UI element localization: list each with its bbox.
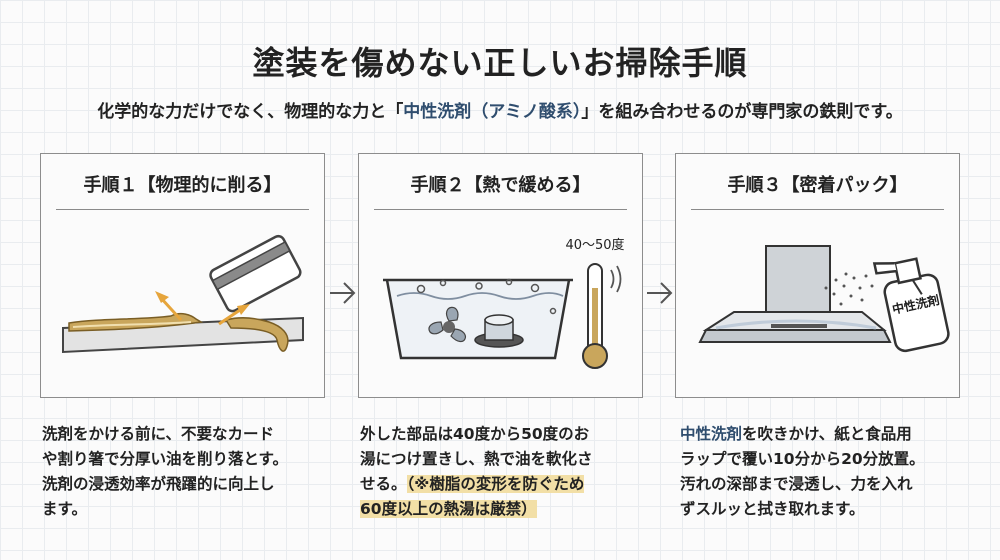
- page-title: 塗装を傷めない正しいお掃除手順: [252, 44, 748, 82]
- step-1-description: 洗剤をかける前に、不要なカード や割り箸で分厚い油を削り落とす。 洗剤の浸透効率…: [42, 422, 327, 522]
- step-3-description: 中性洗剤を吹きかけ、紙と食品用 ラップで覆い10分から20分放置。 汚れの深部ま…: [680, 422, 965, 522]
- step-1-desc-line: や割り箸で分厚い油を削り落とす。: [42, 450, 288, 468]
- step-2-description: 外した部品は40度から50度のお 湯につけ置きし、熱で油を軟化さ せる。（※樹脂…: [360, 422, 645, 522]
- step-3-desc-line: 汚れの深部まで浸透し、力を入れ: [680, 475, 913, 493]
- arrow-right-icon: [330, 282, 356, 304]
- range-hood-spray-icon: 中性洗剤: [698, 245, 950, 353]
- step-1-desc-line: ます。: [42, 500, 87, 518]
- arrow-right-icon: [647, 282, 673, 304]
- step-2-desc-line: せる。（※樹脂の変形を防ぐため: [360, 472, 645, 497]
- step-1-panel: 手順１【物理的に削る】: [40, 153, 325, 398]
- step-1-desc-line: 洗剤の浸透効率が飛躍的に向上し: [42, 475, 275, 493]
- neutral-detergent-accent: 中性洗剤: [680, 425, 743, 443]
- step-1-divider: [56, 209, 309, 210]
- page-subtitle: 化学的な力だけでなく、物理的な力と「中性洗剤（アミノ酸系）」を組み合わせるのが専…: [0, 97, 1000, 122]
- subtitle-after: 」を組み合わせるのが専門家の鉄則です。: [581, 102, 903, 122]
- step-3-desc-line: ずスルッと拭き取れます。: [680, 500, 865, 518]
- step-2-desc-plain: せる。: [360, 475, 407, 493]
- step-1-title: 手順１【物理的に削る】: [83, 175, 282, 196]
- card-scraping-grease-icon: [62, 234, 304, 354]
- step-2-desc-line: 湯につけ置きし、熱で油を軟化さ: [360, 450, 593, 468]
- step-3-divider: [691, 209, 944, 210]
- subtitle-accent: 中性洗剤（アミノ酸系）: [403, 102, 582, 122]
- step-2-panel: 手順２【熱で緩める】 40～50度: [358, 153, 643, 398]
- step-3-panel: 手順３【密着パック】 中性洗剤: [675, 153, 960, 398]
- step-3-desc-line: ラップで覆い10分から20分放置。: [680, 450, 925, 468]
- step-1-desc-line: 洗剤をかける前に、不要なカード: [42, 425, 275, 443]
- step-3-desc-line: 中性洗剤を吹きかけ、紙と食品用: [680, 422, 965, 447]
- thermometer-label: 40～50度: [565, 237, 624, 253]
- step-3-desc-rest: を吹きかけ、紙と食品用: [742, 425, 912, 443]
- step-3-title: 手順３【密着パック】: [727, 175, 908, 196]
- subtitle-before: 化学的な力だけでなく、物理的な力と「: [97, 102, 404, 122]
- step-2-desc-line: 外した部品は40度から50度のお: [360, 425, 590, 443]
- warning-highlight: 60度以上の熱湯は厳禁）: [360, 500, 537, 518]
- hot-water-basin-icon: 40～50度: [383, 237, 625, 369]
- step-2-title: 手順２【熱で緩める】: [410, 175, 591, 196]
- warning-highlight: （※樹脂の変形を防ぐため: [406, 475, 585, 493]
- step-2-desc-line: 60度以上の熱湯は厳禁）: [360, 497, 645, 522]
- step-2-divider: [374, 209, 627, 210]
